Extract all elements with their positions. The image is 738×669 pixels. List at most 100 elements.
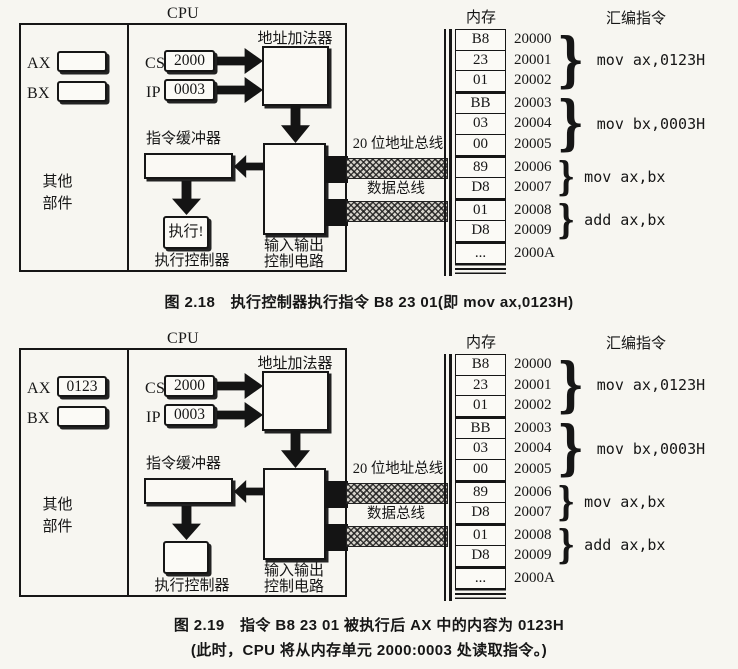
memory-address: 20007 [514,179,552,196]
memory-more-lines [455,588,506,601]
io-control-box [263,143,326,235]
io-label-line2: 控制电路 [263,254,324,270]
memory-cell: BB [455,417,506,439]
memory-address: 2000A [514,244,555,261]
group-brace: } [557,153,576,200]
register-box-cs: 2000 [164,375,215,397]
memory-address: 20003 [514,419,552,436]
io-control-label: 输入输出 控制电路 [251,238,337,270]
address-bus-stub [326,481,348,508]
memory-group-separator [455,415,506,418]
io-label-line1: 输入输出 [263,238,324,254]
memory-group-separator [455,565,506,568]
memory-cell: 01 [455,199,506,221]
address-bus-label: 20 位地址总线 [352,136,444,152]
memory-address: 20007 [514,504,552,521]
other-parts-line1: 其他 [42,174,73,190]
memory-group-separator [455,154,506,157]
address-adder-label: 地址加法器 [257,31,333,47]
data-bus-stub [326,524,348,551]
group-brace: } [557,349,585,419]
register-box-ip: 0003 [164,79,215,101]
group-brace: } [557,196,576,243]
asm-instruction: mov ax,bx [584,168,666,187]
memory-address: 20005 [514,460,552,477]
group-brace: } [557,478,576,525]
memory-address: 20009 [514,222,552,239]
register-label-cs: CS [145,55,166,72]
group-brace: } [557,413,585,483]
memory-cell: 01 [455,395,506,416]
asm-instruction: mov ax,0123H [596,375,706,394]
io-control-label: 输入输出 控制电路 [251,563,337,595]
register-box-ax: 0123 [57,376,107,397]
register-label-ax: AX [27,380,51,397]
io-control-box [263,468,326,560]
memory-left-double-line [444,354,455,601]
memory-address: 20002 [514,72,552,89]
memory-left-double-line [444,29,455,276]
data-bus-stub [326,199,348,226]
other-parts-label: 其他 部件 [30,494,85,538]
memory-cell: ... [455,242,506,264]
register-label-ip: IP [146,84,161,101]
memory-cell: B8 [455,354,506,375]
memory-group-separator [455,240,506,243]
register-box-cs: 2000 [164,50,215,72]
other-parts-line1: 其他 [42,497,73,513]
register-box-bx [57,81,107,102]
memory-address: 20008 [514,526,552,543]
asm-instruction: mov ax,bx [584,493,666,512]
cpu-title: CPU [166,5,200,22]
memory-address: 20008 [514,201,552,218]
memory-cell: 01 [455,70,506,91]
memory-address: 2000A [514,569,555,586]
memory-address: 20006 [514,483,552,500]
memory-address: 20001 [514,51,552,68]
instruction-buffer-label: 指令缓冲器 [146,456,222,472]
memory-cell: 00 [455,133,506,155]
memory-title: 内存 [465,335,496,351]
asm-instruction: add ax,bx [584,211,666,230]
memory-cell: 89 [455,481,506,503]
address-bus-bar [346,483,448,504]
other-parts-line2: 部件 [42,519,73,535]
memory-group-separator [455,90,506,93]
memory-cell: 23 [455,374,506,396]
memory-address: 20002 [514,397,552,414]
address-bus-bar [346,158,448,179]
group-brace: } [557,88,585,158]
instruction-buffer-box [144,153,233,179]
memory-cell: 89 [455,156,506,178]
memory-more-lines [455,263,506,276]
memory-cell: ... [455,567,506,589]
cpu-box [19,348,347,597]
group-brace: } [557,521,576,568]
execute-controller-label: 执行控制器 [154,253,230,269]
memory-cell: 01 [455,524,506,546]
execute-controller-label: 执行控制器 [154,578,230,594]
address-bus-label: 20 位地址总线 [352,461,444,477]
memory-address: 20004 [514,440,552,457]
memory-cell: D8 [455,220,506,241]
register-label-ax: AX [27,55,51,72]
memory-cell: D8 [455,545,506,566]
memory-address: 20006 [514,158,552,175]
memory-group-separator [455,522,506,525]
execute-box [163,541,209,574]
memory-cell: B8 [455,29,506,50]
cpu-box [19,23,347,272]
cpu-inner-divider [127,348,129,597]
figure-2-18: CPU AX BX 其他 部件 CS 2000 IP 0003 地址加法器 输入… [0,0,738,325]
figure-caption-line1: 图 2.19 指令 B8 23 01 被执行后 AX 中的内容为 0123H [173,617,565,634]
address-bus-stub [326,156,348,183]
address-adder-box [262,371,329,431]
cpu-inner-divider [127,23,129,272]
register-box-bx [57,406,107,427]
data-bus-bar [346,201,448,222]
data-bus-label: 数据总线 [367,506,425,522]
memory-address: 20009 [514,547,552,564]
